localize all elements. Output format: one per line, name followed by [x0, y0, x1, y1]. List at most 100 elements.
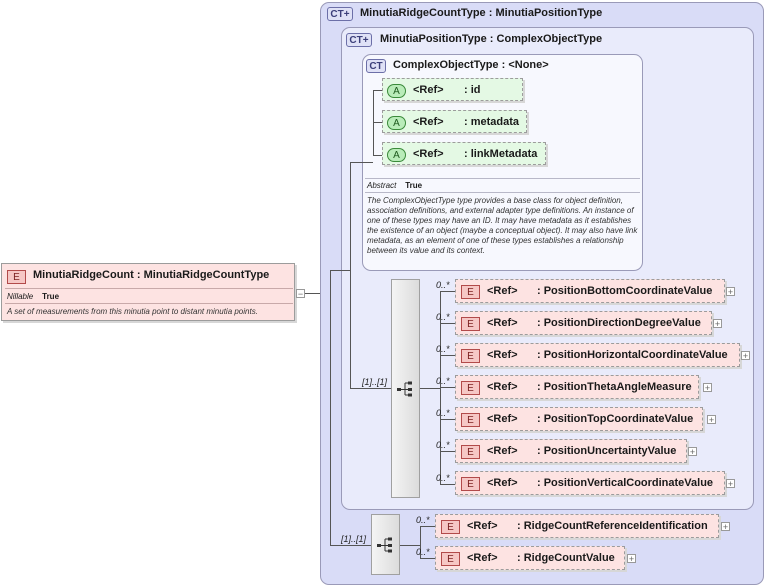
element-name: : PositionDirectionDegreeValue [537, 317, 701, 329]
element-occurrence: 0..* [436, 376, 450, 386]
attribute-badge: A [387, 148, 406, 162]
connector [440, 451, 455, 452]
element-occurrence: 0..* [436, 280, 450, 290]
connector [440, 484, 455, 485]
element-occurrence: 0..* [416, 515, 430, 525]
expand-toggle[interactable]: + [703, 383, 712, 393]
element-name: : PositionBottomCoordinateValue [537, 285, 713, 297]
element-ref: <Ref> [487, 317, 518, 329]
connector [420, 388, 440, 389]
element-occurrence: 0..* [436, 312, 450, 322]
connector [350, 162, 373, 163]
expand-toggle[interactable]: + [707, 415, 716, 425]
connector [373, 122, 382, 123]
element-name: : RidgeCountReferenceIdentification [517, 520, 708, 532]
element-position-vertical-coordinate-value[interactable]: E <Ref> : PositionVerticalCoordinateValu… [455, 471, 725, 495]
element-badge: E [461, 413, 480, 427]
element-position-top-coordinate-value[interactable]: E <Ref> : PositionTopCoordinateValue [455, 407, 703, 431]
element-ref: <Ref> [487, 285, 518, 297]
divider [365, 192, 640, 193]
connector [373, 155, 382, 156]
divider [5, 303, 293, 304]
element-name: : PositionTopCoordinateValue [537, 413, 694, 425]
expand-toggle[interactable]: + [726, 479, 735, 489]
root-element[interactable]: E MinutiaRidgeCount : MinutiaRidgeCountT… [1, 263, 295, 321]
element-occurrence: 0..* [436, 408, 450, 418]
complex-type-documentation: The ComplexObjectType type provides a ba… [367, 196, 638, 255]
element-name: : PositionVerticalCoordinateValue [537, 477, 714, 489]
connector [440, 323, 455, 324]
expand-toggle[interactable]: + [721, 522, 730, 532]
element-occurrence: 0..* [436, 344, 450, 354]
attribute-bracket [373, 90, 374, 156]
element-position-direction-degree-value[interactable]: E <Ref> : PositionDirectionDegreeValue [455, 311, 712, 335]
connector [350, 162, 351, 388]
complex-type-middle-title: MinutiaPositionType : ComplexObjectType [380, 33, 603, 45]
attribute-badge: A [387, 84, 406, 98]
sequence-occurrence: [1]..[1] [341, 534, 367, 544]
element-badge: E [461, 445, 480, 459]
element-ref: <Ref> [487, 445, 518, 457]
sequence-icon [377, 537, 392, 553]
element-ref: <Ref> [487, 381, 518, 393]
element-badge: E [461, 477, 480, 491]
element-name: : RidgeCountValue [517, 552, 615, 564]
connector [420, 526, 421, 559]
element-position-uncertainty-value[interactable]: E <Ref> : PositionUncertaintyValue [455, 439, 687, 463]
sequence-occurrence: [1]..[1] [362, 377, 388, 387]
complex-type-outer-title: MinutiaRidgeCountType : MinutiaPositionT… [360, 7, 603, 19]
connector [440, 291, 441, 485]
element-ref: <Ref> [487, 413, 518, 425]
connector [373, 90, 382, 91]
element-name: : PositionHorizontalCoordinateValue [537, 349, 728, 361]
expand-toggle[interactable]: + [741, 351, 750, 361]
connector [440, 355, 455, 356]
attribute-ref: <Ref> [413, 148, 444, 160]
divider [365, 178, 640, 179]
element-position-horizontal-coordinate-value[interactable]: E <Ref> : PositionHorizontalCoordinateVa… [455, 343, 740, 367]
connector [420, 526, 435, 527]
root-element-name: MinutiaRidgeCount : MinutiaRidgeCountTyp… [33, 269, 270, 281]
connector [440, 419, 455, 420]
attribute-id[interactable]: A <Ref> : id [382, 78, 523, 101]
connector [400, 545, 420, 546]
complex-type-badge: CT+ [327, 7, 353, 21]
sequence-compositor[interactable] [391, 279, 420, 498]
element-position-theta-angle-measure[interactable]: E <Ref> : PositionThetaAngleMeasure [455, 375, 699, 399]
attribute-ref: <Ref> [413, 116, 444, 128]
complex-type-badge: CT+ [346, 33, 372, 47]
sequence-compositor[interactable] [371, 514, 400, 575]
attribute-name: : metadata [464, 116, 520, 128]
connector [420, 558, 435, 559]
element-badge: E [461, 317, 480, 331]
element-occurrence: 0..* [416, 547, 430, 557]
connector [350, 388, 391, 389]
complex-type-inner-title: ComplexObjectType : <None> [393, 59, 549, 71]
connector [330, 270, 331, 545]
element-name: : PositionUncertaintyValue [537, 445, 677, 457]
element-ref: <Ref> [467, 552, 498, 564]
attribute-name: : id [464, 84, 481, 96]
element-ridge-count-reference-identification[interactable]: E <Ref> : RidgeCountReferenceIdentificat… [435, 514, 719, 538]
collapse-toggle[interactable]: − [296, 289, 305, 299]
expand-toggle[interactable]: + [726, 287, 735, 297]
divider [5, 288, 293, 289]
expand-toggle[interactable]: + [688, 447, 697, 457]
expand-toggle[interactable]: + [713, 319, 722, 329]
element-badge: E [461, 349, 480, 363]
connector [330, 545, 371, 546]
element-name: : PositionThetaAngleMeasure [537, 381, 692, 393]
element-occurrence: 0..* [436, 440, 450, 450]
element-badge: E [461, 381, 480, 395]
attribute-ref: <Ref> [413, 84, 444, 96]
element-badge: E [441, 552, 460, 566]
attribute-metadata[interactable]: A <Ref> : metadata [382, 110, 527, 133]
element-badge: E [7, 270, 26, 284]
attribute-linkmetadata[interactable]: A <Ref> : linkMetadata [382, 142, 546, 165]
element-ridge-count-value[interactable]: E <Ref> : RidgeCountValue [435, 546, 625, 570]
expand-toggle[interactable]: + [627, 554, 636, 564]
element-ref: <Ref> [487, 349, 518, 361]
element-position-bottom-coordinate-value[interactable]: E <Ref> : PositionBottomCoordinateValue [455, 279, 725, 303]
element-badge: E [441, 520, 460, 534]
abstract-row: Abstract True [367, 181, 423, 190]
